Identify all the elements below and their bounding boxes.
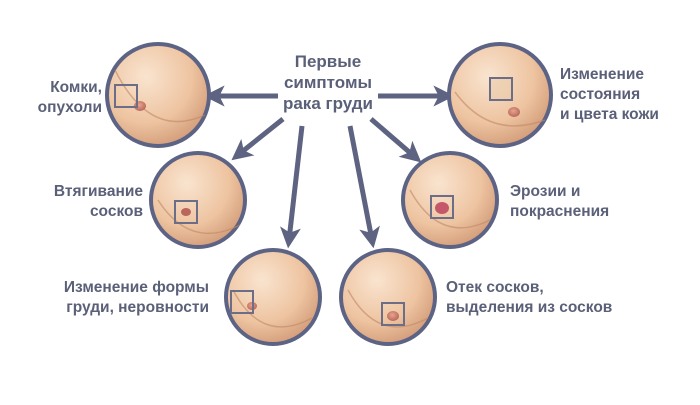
breast-circle-retraction (149, 151, 247, 249)
retraction-marker (174, 200, 198, 224)
arrows (203, 85, 455, 249)
shape-change-marker (230, 290, 254, 314)
breast-circle-skin-change (447, 42, 553, 148)
breast-circle-lumps (105, 42, 211, 148)
lump-marker (114, 84, 138, 108)
erosion-marker (430, 195, 454, 219)
label-lumps: Комки, опухоли (37, 79, 102, 116)
arrow-to-erosion (369, 117, 422, 163)
diagram-title: Первые симптомы рака груди (282, 52, 374, 113)
skin-change-marker (489, 77, 513, 101)
label-swelling: Отек сосков, выделения из сосков (446, 279, 613, 316)
breast-circle-swelling (339, 248, 437, 346)
breast-circle-erosion (401, 151, 499, 249)
breast-circle-shape-change (224, 248, 322, 346)
swelling-marker (381, 302, 405, 326)
arrow-to-shape-change (279, 125, 305, 249)
arrow-to-swelling (347, 125, 380, 249)
arrow-to-retraction (231, 117, 285, 161)
label-skin-change: Изменение состояния и цвета кожи (560, 66, 659, 123)
label-erosion: Эрозии и покраснения (510, 183, 610, 220)
label-shape-change: Изменение формы груди, неровности (63, 279, 209, 316)
label-retraction: Втягивание сосков (53, 183, 143, 220)
